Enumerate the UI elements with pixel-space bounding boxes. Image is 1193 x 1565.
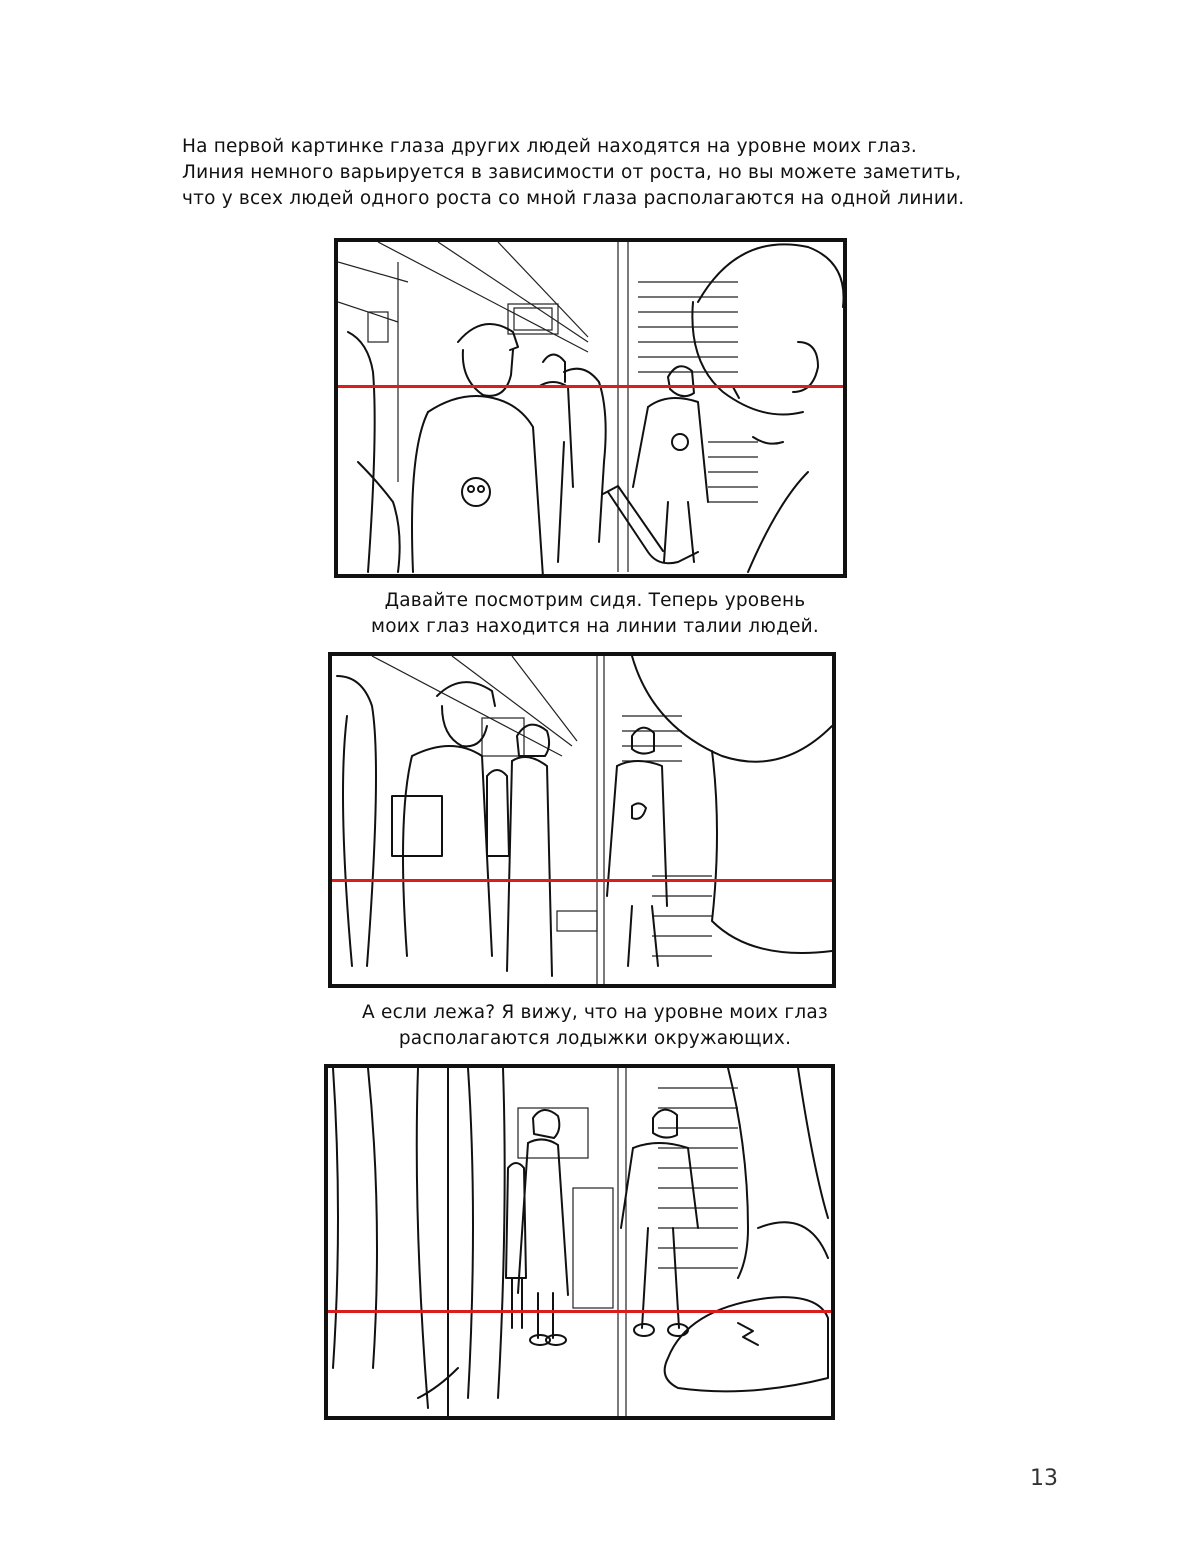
lying-view-panel [324,1064,835,1420]
sitting-view-illustration [336,656,832,984]
caption-sitting-line-1: Давайте посмотрим сидя. Теперь уровень [384,590,806,611]
eye-level-line [338,385,843,388]
eye-level-line [328,1310,831,1313]
page-number: 13 [1030,1466,1058,1491]
standing-view-illustration [338,242,843,574]
intro-line-1: На первой картинке глаза других людей на… [182,136,918,157]
sitting-view-panel [328,652,836,988]
eye-level-line [332,879,832,882]
standing-view-panel [334,238,847,578]
intro-text: На первой картинке глаза других людей на… [182,134,1002,212]
caption-lying-line-2: располагаются лодыжки окружающих. [398,1028,792,1049]
caption-lying-line-1: А если лежа? Я вижу, что на уровне моих … [362,1002,828,1023]
caption-lying: А если лежа? Я вижу, что на уровне моих … [300,1000,890,1052]
caption-sitting-line-2: моих глаз находится на линии талии людей… [371,616,819,637]
intro-line-3: что у всех людей одного роста со мной гл… [182,188,965,209]
lying-view-illustration [332,1068,829,1416]
caption-sitting: Давайте посмотрим сидя. Теперь уровень м… [300,588,890,640]
intro-line-2: Линия немного варьируется в зависимости … [182,162,962,183]
